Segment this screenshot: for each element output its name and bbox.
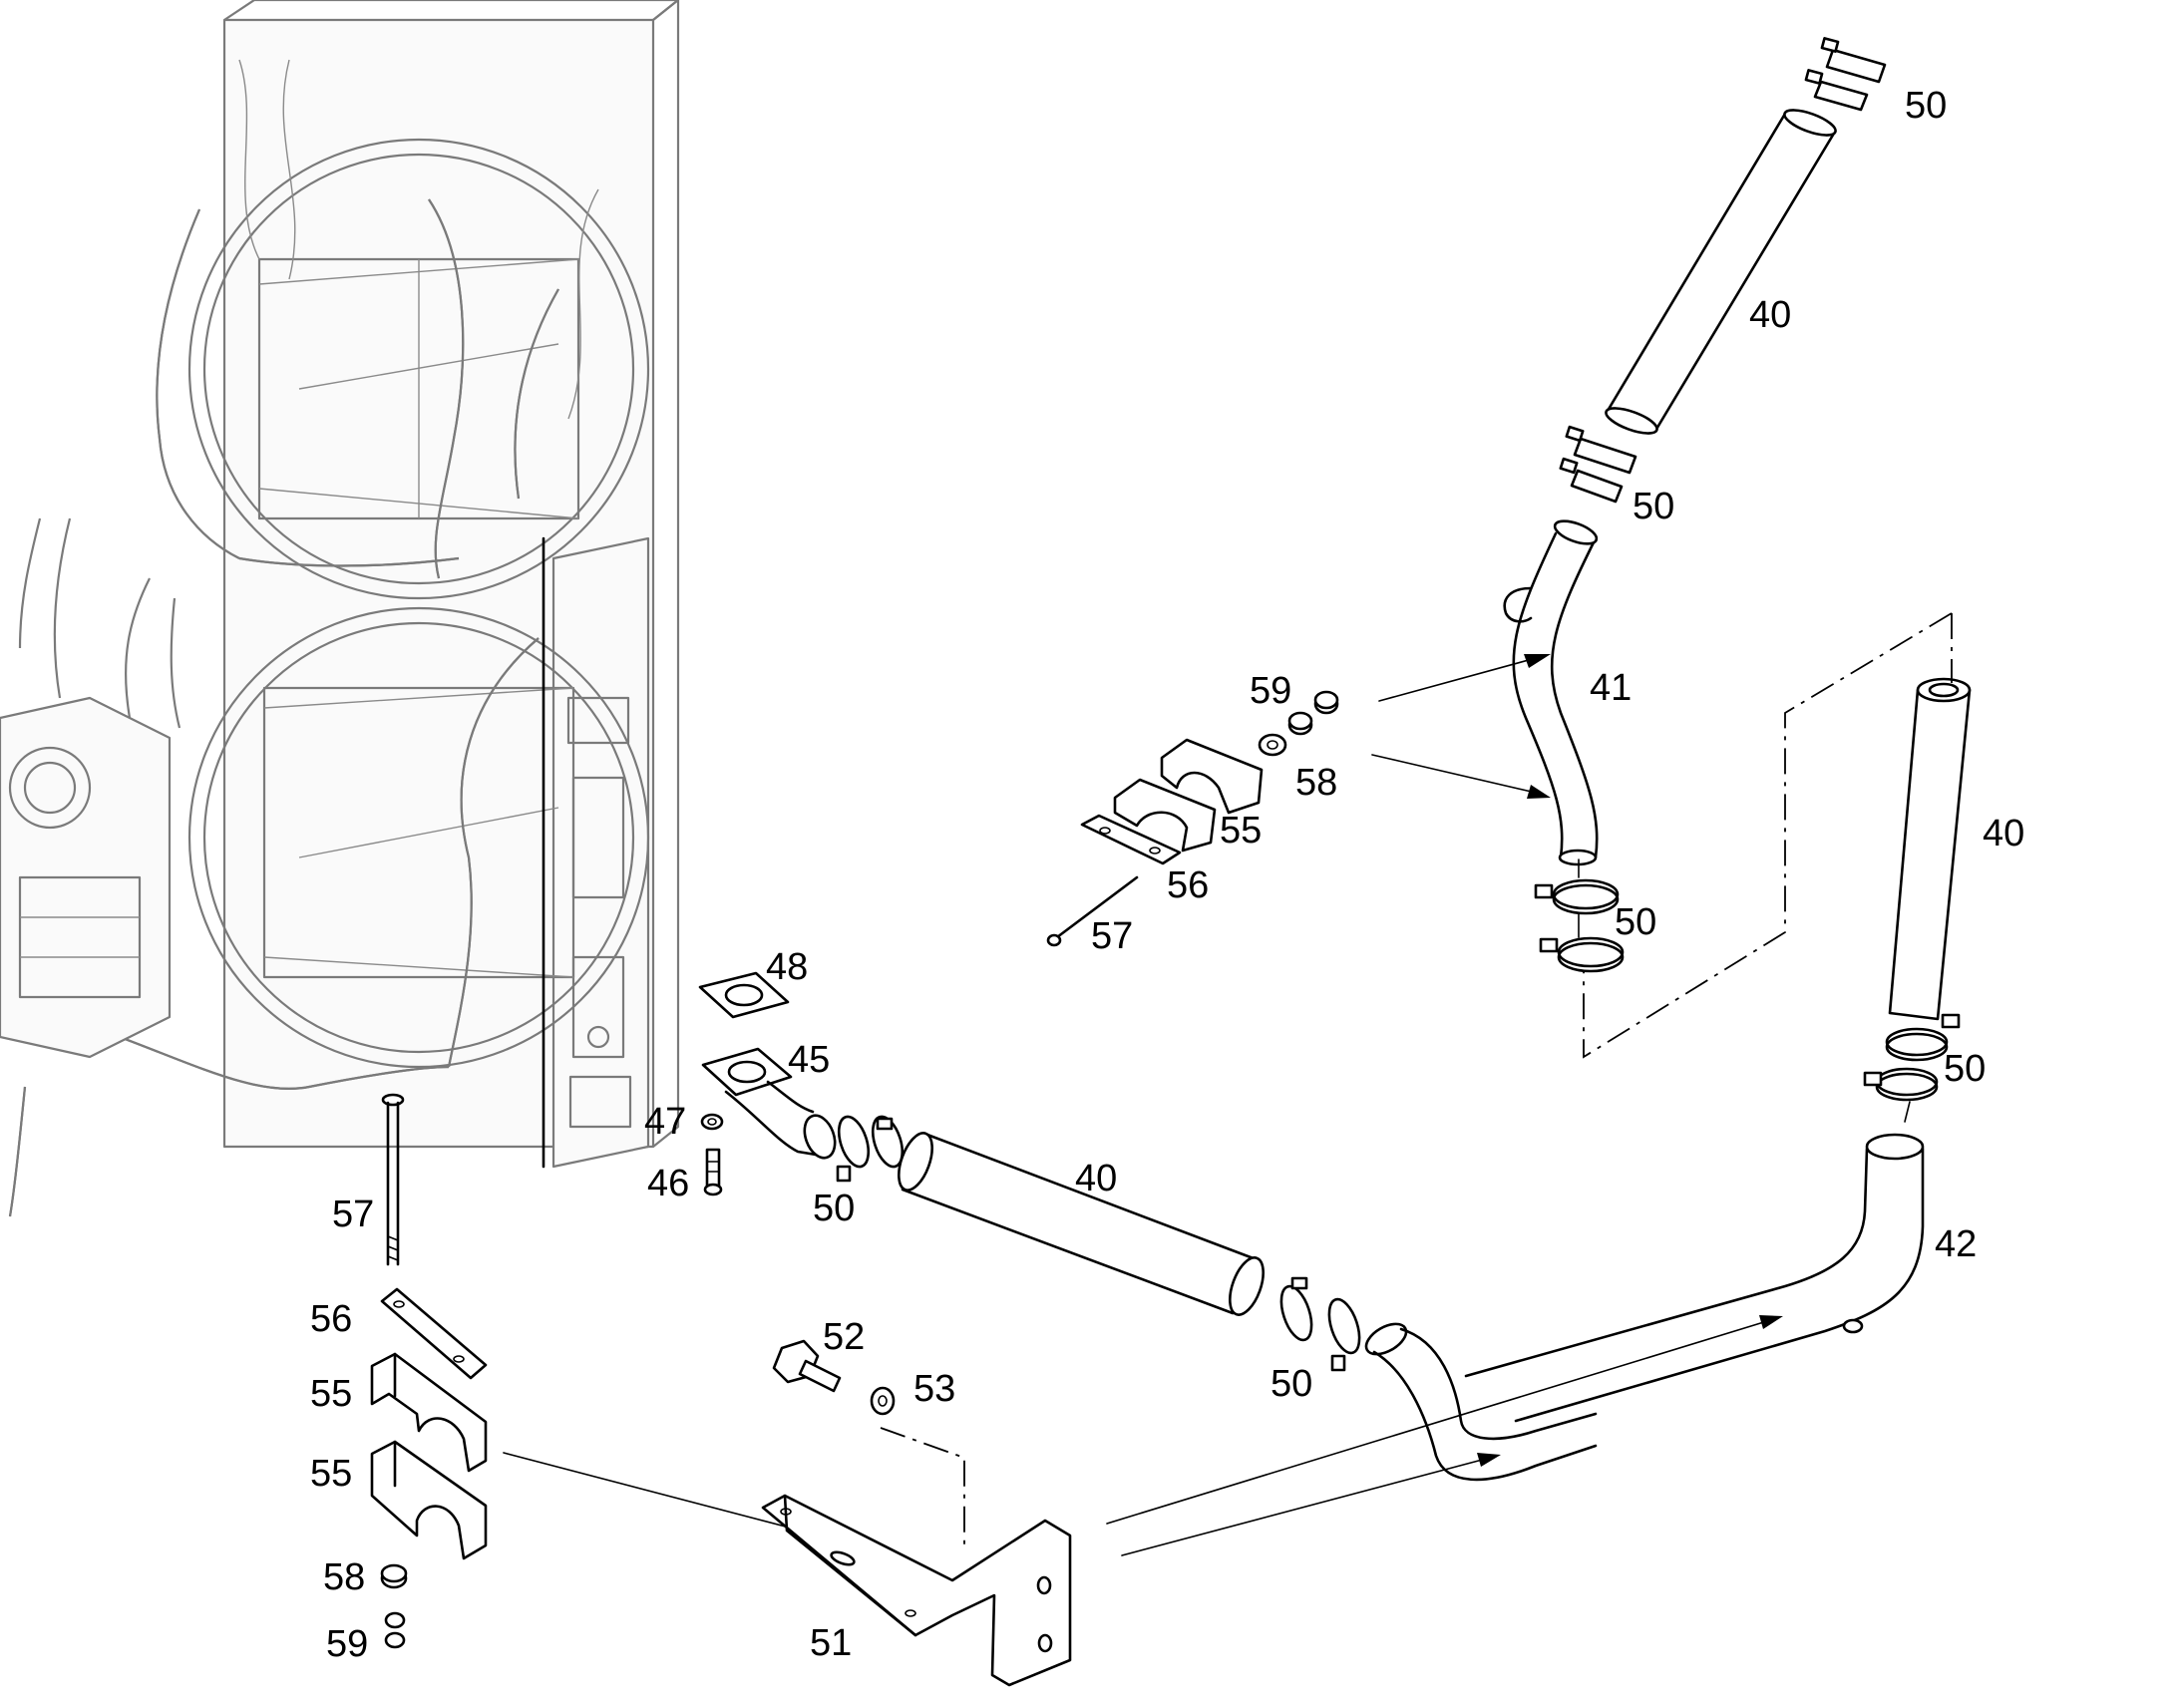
pipe-42 bbox=[1464, 1133, 1925, 1423]
clamp-50-top bbox=[1804, 37, 1887, 112]
nut-59-upper bbox=[1313, 690, 1339, 715]
washer-47 bbox=[700, 1113, 724, 1131]
gasket-48 bbox=[698, 971, 790, 1019]
callout-58-upper: 58 bbox=[1295, 762, 1337, 804]
clamp-block-55-lower-a bbox=[370, 1352, 488, 1473]
callout-50-mid: 50 bbox=[1633, 486, 1674, 527]
callout-59-upper: 59 bbox=[1250, 670, 1291, 712]
bolt-57-lower bbox=[381, 1093, 405, 1266]
callout-55-lower-a: 55 bbox=[310, 1373, 352, 1415]
cooling-module-assembly bbox=[0, 0, 680, 1217]
callout-labels: 50 40 50 41 59 58 55 56 57 50 40 50 48 4… bbox=[310, 85, 2024, 1665]
callout-50-right: 50 bbox=[1944, 1048, 1986, 1090]
callout-52: 52 bbox=[823, 1316, 865, 1358]
callout-55-lower-b: 55 bbox=[310, 1453, 352, 1495]
callout-50-lower-41: 50 bbox=[1615, 901, 1656, 943]
callout-40-center: 40 bbox=[1075, 1158, 1117, 1199]
callout-51: 51 bbox=[810, 1622, 852, 1664]
flange-45 bbox=[701, 1047, 837, 1160]
nut-58-upper bbox=[1287, 711, 1313, 736]
pipe-41 bbox=[1503, 519, 1599, 866]
hose-40-center bbox=[898, 1132, 1265, 1316]
clamp-50-mid bbox=[1559, 425, 1637, 504]
callout-57-upper: 57 bbox=[1091, 915, 1133, 957]
plate-56-upper bbox=[1080, 814, 1182, 865]
pipe-lower-bend bbox=[1364, 1322, 1598, 1482]
hose-40-upper bbox=[1605, 109, 1837, 435]
callout-56-lower: 56 bbox=[310, 1298, 352, 1340]
callout-47: 47 bbox=[644, 1101, 686, 1143]
bolt-52 bbox=[772, 1339, 842, 1393]
callout-59-lower: 59 bbox=[326, 1623, 368, 1665]
callout-41: 41 bbox=[1590, 667, 1632, 709]
nut-59-lower bbox=[384, 1611, 406, 1649]
leader-arrows-41 bbox=[1371, 654, 1551, 799]
callout-58-lower: 58 bbox=[323, 1556, 365, 1598]
callout-50-center: 50 bbox=[813, 1188, 855, 1229]
bolt-57-upper bbox=[1046, 875, 1139, 947]
clamp-block-55-upper bbox=[1113, 738, 1264, 853]
callout-40-upper: 40 bbox=[1749, 294, 1791, 336]
callout-56-upper: 56 bbox=[1167, 864, 1209, 906]
hose-40-right bbox=[1888, 677, 1972, 1021]
bracket-51 bbox=[761, 1494, 1072, 1687]
alignment-lines bbox=[880, 612, 1953, 1550]
callout-40-right: 40 bbox=[1983, 813, 2024, 854]
clamps-50-right bbox=[1863, 1013, 1961, 1123]
callout-50-top: 50 bbox=[1905, 85, 1947, 127]
plate-56-lower bbox=[380, 1287, 488, 1380]
nut-58-lower bbox=[380, 1563, 408, 1589]
clamps-50-center bbox=[836, 1115, 905, 1183]
clamps-50-center-right bbox=[1279, 1276, 1361, 1372]
washer-upper bbox=[1258, 733, 1287, 757]
leader-arrows-42 bbox=[1106, 1315, 1783, 1556]
callout-45: 45 bbox=[788, 1039, 830, 1081]
clamp-block-55-lower-b bbox=[370, 1440, 488, 1560]
clamps-50-lower-41 bbox=[1534, 858, 1625, 973]
callout-50-center-right: 50 bbox=[1271, 1363, 1312, 1405]
washer-53 bbox=[870, 1386, 896, 1416]
callout-42: 42 bbox=[1935, 1223, 1977, 1265]
bolt-46 bbox=[703, 1148, 723, 1196]
callout-53: 53 bbox=[913, 1368, 955, 1410]
callout-57-lower: 57 bbox=[332, 1194, 374, 1235]
callout-46: 46 bbox=[647, 1163, 689, 1204]
callout-55-upper: 55 bbox=[1220, 810, 1262, 852]
callout-48: 48 bbox=[766, 946, 808, 988]
